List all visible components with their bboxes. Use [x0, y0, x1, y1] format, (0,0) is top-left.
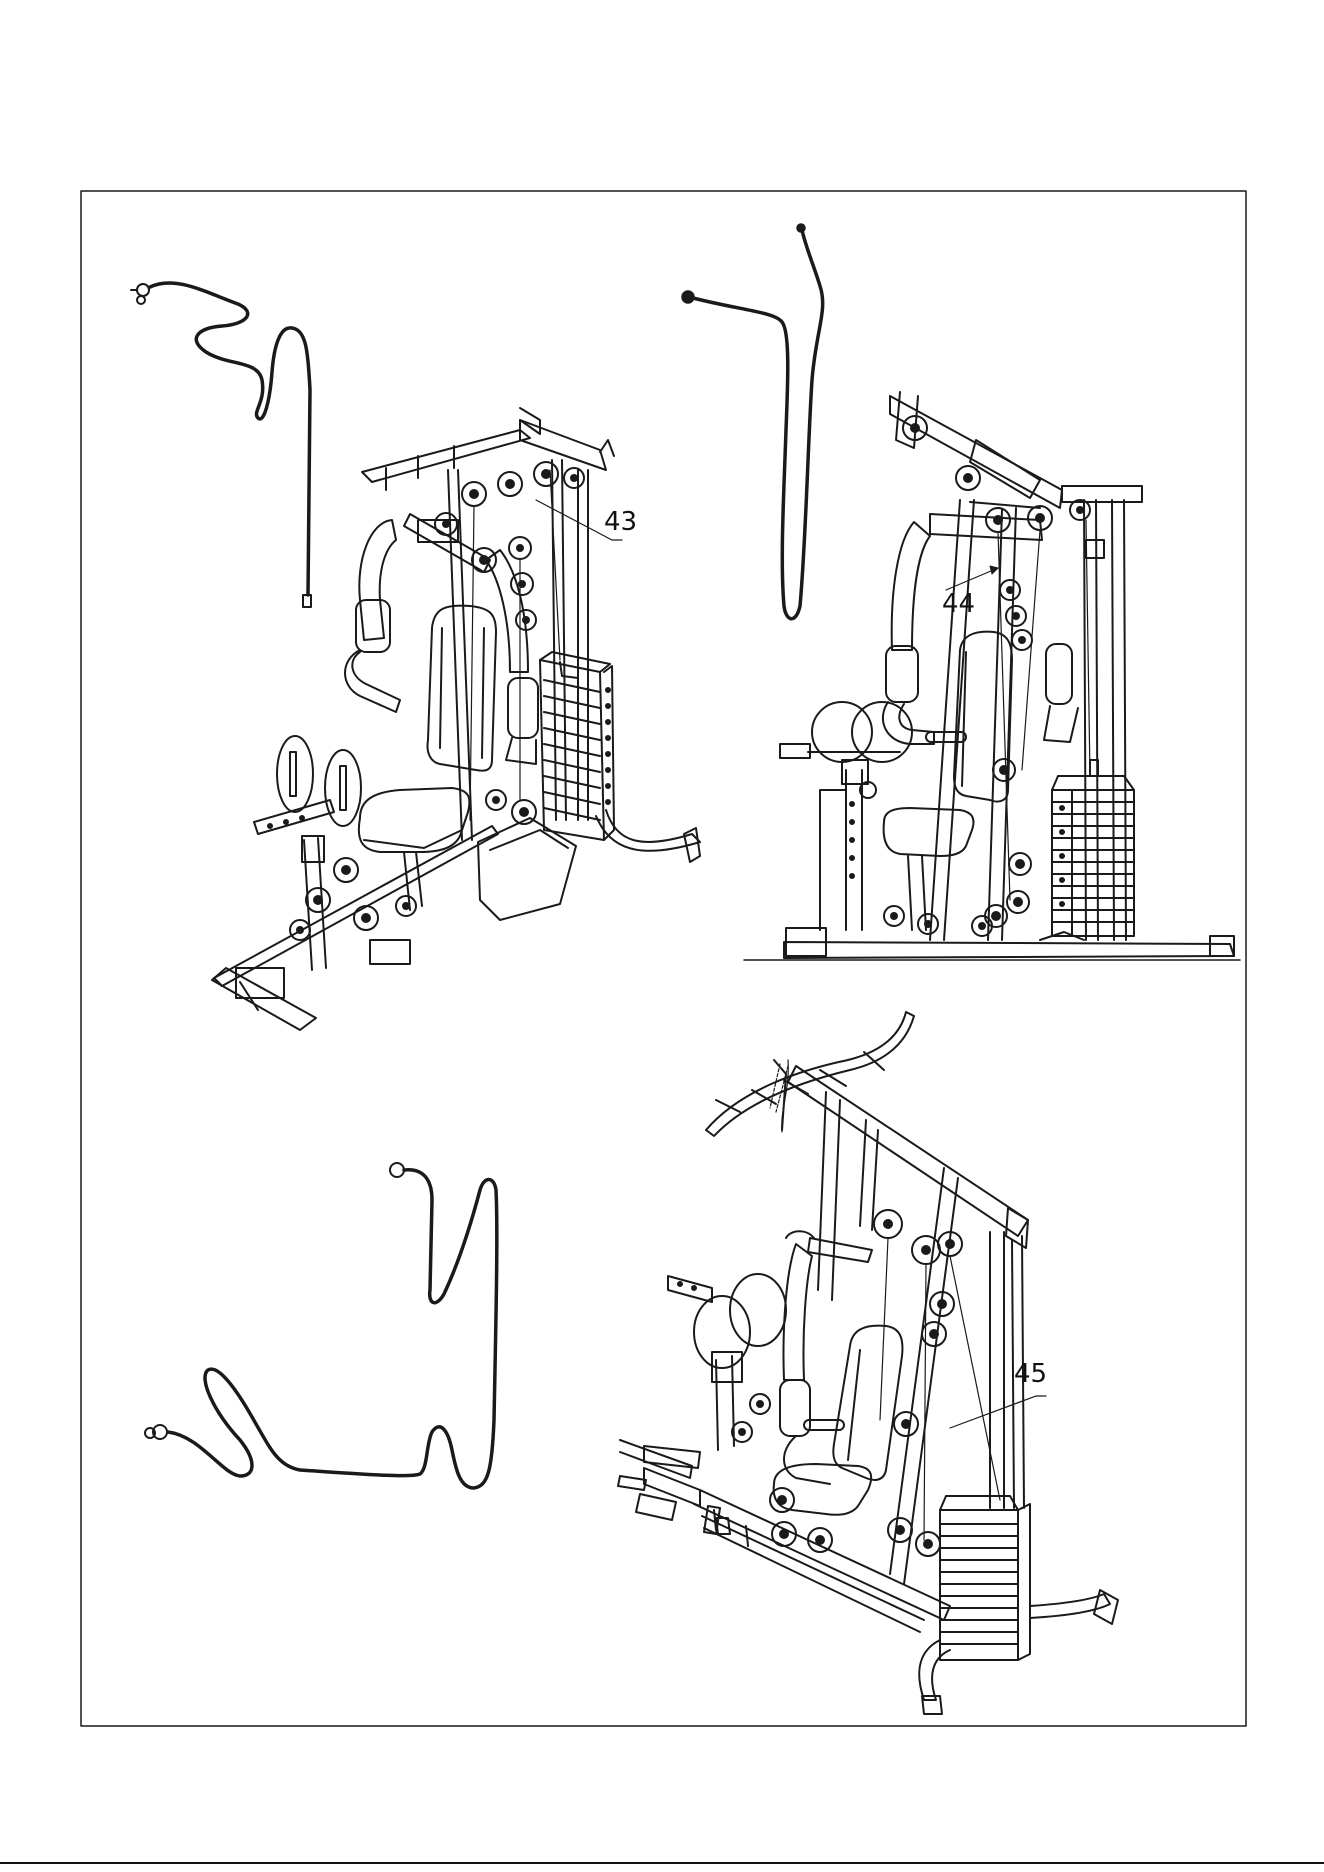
- cable-b: [683, 225, 823, 619]
- cable-c: [145, 1163, 497, 1488]
- cable-a: [131, 283, 311, 607]
- diagram-frame: [81, 191, 1246, 1726]
- page-bottom-rule: [0, 1862, 1324, 1864]
- callout-45: 45: [1014, 1361, 1047, 1387]
- gym-machine-front-view: [212, 408, 700, 1030]
- gym-machine-side-view: [744, 392, 1240, 960]
- callout-44: 44: [942, 591, 975, 617]
- callout-43: 43: [604, 509, 637, 535]
